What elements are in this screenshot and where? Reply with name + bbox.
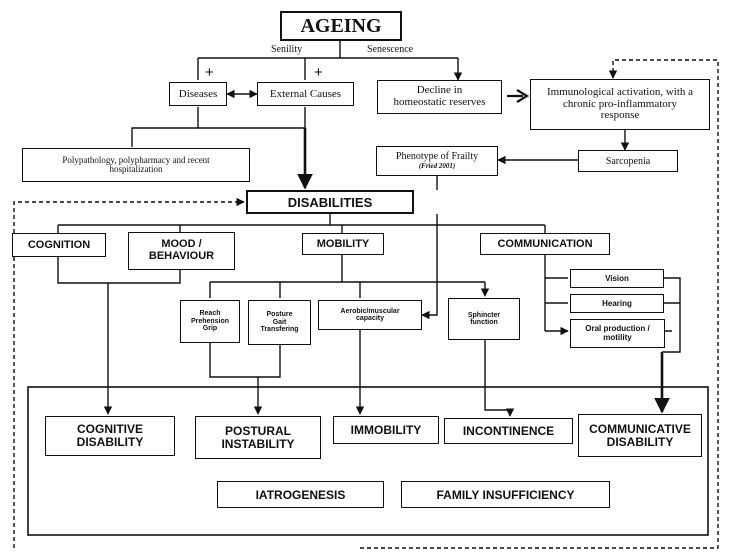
cognitive-line-2: DISABILITY bbox=[76, 435, 144, 449]
node-sarcopenia: Sarcopenia bbox=[578, 150, 678, 172]
outcome-cognitive-disability: COGNITIVE DISABILITY bbox=[45, 416, 175, 456]
node-vision: Vision bbox=[570, 269, 664, 288]
node-ageing: AGEING bbox=[280, 11, 402, 41]
communicative-line-2: DISABILITY bbox=[606, 434, 674, 449]
reach-line-1: Reach bbox=[199, 310, 221, 318]
postural-line-2: INSTABILITY bbox=[221, 436, 295, 451]
node-immunological: Immunological activation, with a chronic… bbox=[530, 79, 710, 130]
plus-sign-external: + bbox=[314, 64, 323, 81]
node-oral: Oral production / motility bbox=[570, 319, 665, 348]
outcome-immobility: IMMOBILITY bbox=[333, 416, 439, 444]
node-disabilities: DISABILITIES bbox=[246, 190, 414, 214]
senses-join bbox=[662, 277, 681, 353]
posture-line-1: Posture bbox=[266, 311, 293, 319]
node-sphincter: Sphincter function bbox=[448, 298, 520, 340]
postural-line-1: POSTURAL bbox=[225, 423, 291, 438]
sphincter-line-2: function bbox=[470, 319, 498, 326]
outcome-incontinence: INCONTINENCE bbox=[444, 418, 573, 444]
posture-line-3: Transfering bbox=[260, 326, 299, 334]
immuno-line-1: Immunological activation, with a bbox=[546, 86, 694, 99]
posture-line-2: Gait bbox=[272, 318, 287, 326]
phenotype-title: Phenotype of Frailty bbox=[395, 151, 479, 163]
poly-line-1: Polypathology, polypharmacy and recent bbox=[62, 154, 210, 165]
oral-line-2: motility bbox=[603, 332, 632, 342]
mood-line-2: BEHAVIOUR bbox=[148, 250, 215, 262]
cognitive-line-1: COGNITIVE bbox=[76, 422, 143, 437]
node-communication: COMMUNICATION bbox=[480, 233, 610, 255]
plus-sign-diseases: + bbox=[205, 64, 214, 81]
phenotype-citation: (Fried 2001) bbox=[418, 161, 456, 170]
aerobic-line-1: Aerobic/muscular bbox=[340, 307, 400, 315]
outcome-communicative-disability: COMMUNICATIVE DISABILITY bbox=[578, 414, 702, 457]
sphincter-to-incontinence bbox=[484, 340, 515, 417]
node-mood-behaviour: MOOD / BEHAVIOUR bbox=[128, 232, 235, 270]
node-posture: Posture Gait Transfering bbox=[248, 300, 311, 345]
mobility-branch-lines bbox=[209, 255, 485, 298]
node-external-causes: External Causes bbox=[257, 82, 354, 106]
immuno-line-3: response bbox=[600, 109, 640, 122]
outcome-family-insufficiency: FAMILY INSUFFICIENCY bbox=[401, 481, 610, 508]
node-phenotype: Phenotype of Frailty (Fried 2001) bbox=[376, 146, 498, 176]
immuno-line-2: chronic pro-inflammatory bbox=[563, 97, 677, 110]
diseases-to-polypathology bbox=[131, 107, 199, 147]
node-diseases: Diseases bbox=[169, 82, 227, 106]
outcome-iatrogenesis: IATROGENESIS bbox=[217, 481, 384, 508]
node-decline: Decline in homeostatic reserves bbox=[377, 80, 502, 114]
disabilities-branch-lines bbox=[57, 214, 546, 233]
outcome-postural-instability: POSTURAL INSTABILITY bbox=[195, 416, 321, 459]
node-cognition: COGNITION bbox=[12, 233, 106, 257]
label-senility: Senility bbox=[271, 44, 303, 55]
phenotype-to-aerobic bbox=[421, 214, 438, 320]
communicative-line-1: COMMUNICATIVE bbox=[589, 421, 691, 436]
decline-to-immunological-arrow bbox=[507, 89, 530, 103]
node-mobility: MOBILITY bbox=[302, 233, 384, 255]
aerobic-line-2: capacity bbox=[355, 315, 385, 322]
node-aerobic: Aerobic/muscular capacity bbox=[318, 300, 422, 330]
oral-line-1: Oral production / bbox=[585, 324, 650, 334]
mood-line-1: MOOD / bbox=[161, 238, 202, 251]
sphincter-line-1: Sphincter bbox=[467, 311, 501, 319]
reach-line-2: Prehension bbox=[190, 317, 230, 325]
label-senescence: Senescence bbox=[367, 44, 414, 55]
node-polypathology: Polypathology, polypharmacy and recent h… bbox=[22, 148, 250, 182]
reach-line-3: Grip bbox=[202, 325, 218, 333]
ageing-branch-lines bbox=[197, 40, 458, 80]
node-hearing: Hearing bbox=[570, 294, 664, 313]
outcomes-container bbox=[27, 386, 709, 536]
reach-posture-to-postural bbox=[209, 343, 281, 414]
feedback-dashed-right bbox=[360, 59, 719, 549]
decline-line-1: Decline in bbox=[416, 84, 463, 97]
communication-branch-lines bbox=[544, 255, 568, 331]
cognition-to-cognitive-disability bbox=[57, 257, 181, 414]
decline-line-2: homeostatic reserves bbox=[393, 96, 486, 108]
poly-line-2: hospitalization bbox=[109, 164, 163, 174]
feedback-dashed-left bbox=[13, 197, 245, 548]
node-reach: Reach Prehension Grip bbox=[180, 300, 240, 343]
